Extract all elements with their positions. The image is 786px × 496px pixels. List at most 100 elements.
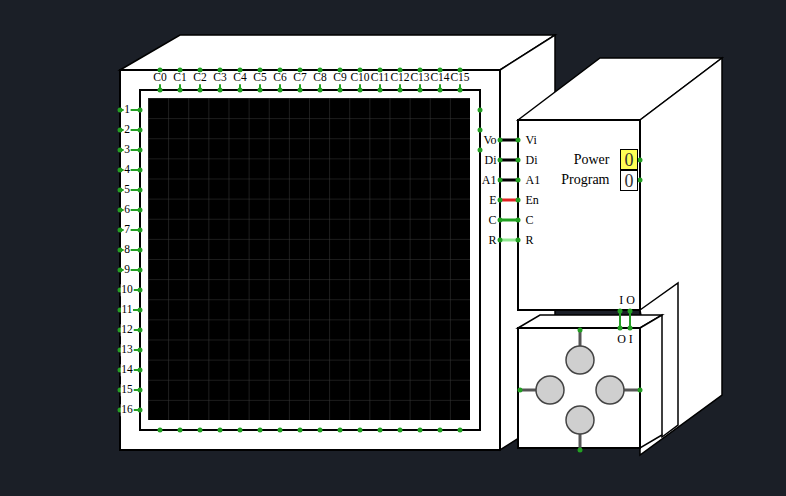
pin-label: A1 [525,174,541,186]
pin-dot [138,148,143,153]
column-label: C5 [253,72,267,84]
io-label: I O [619,294,635,306]
pin-dot [118,228,123,233]
pin-dot [516,238,521,243]
pin-label: Di [484,154,497,166]
pin-dot [516,138,521,143]
pin-dot [458,428,463,433]
pin-dot [498,158,503,163]
pin-dot [398,428,403,433]
column-label: C11 [370,72,390,84]
column-label: C7 [293,72,307,84]
wire [498,218,521,223]
pin-label: C [488,214,497,226]
pin-dot [258,88,263,93]
pin-dot [418,428,423,433]
pin-label: C [525,214,534,226]
pin-label: R [488,234,497,246]
io-label: O I [617,333,633,345]
pin-dot [118,148,123,153]
row-label: 8 [124,244,131,256]
pin-dot [358,428,363,433]
pin-dot [118,268,123,273]
matrix-display: C0C1C2C3C4C5C6C7C8C9C10C11C12C13C14C1512… [120,70,500,450]
wire [498,198,521,203]
joypad-pins [518,328,643,453]
row-label: 14 [121,364,134,376]
row-label: 13 [121,344,134,356]
pin-dot [138,408,143,413]
control-label: Program [561,173,610,187]
wire [498,178,521,183]
pin-dot [118,128,123,133]
column-label: C13 [410,72,430,84]
pin-dot [278,428,283,433]
controller-front [518,120,640,310]
pin-dot [298,428,303,433]
joypad-leads [520,330,640,450]
pin-dot [438,88,443,93]
pin-dot [138,188,143,193]
row-label: 3 [124,144,131,156]
column-label: C8 [313,72,327,84]
row-label: 6 [124,204,131,216]
wire-line [500,159,518,162]
pin-label: A1 [481,174,497,186]
pin-label: Vi [525,134,537,146]
pin-dot [138,328,143,333]
row-label: 9 [124,264,131,276]
pin-dot [138,208,143,213]
row-label: 15 [121,384,134,396]
pin-dot [138,368,143,373]
pin-dot [498,218,503,223]
pin-dot [498,238,503,243]
pin-dot [338,88,343,93]
controller-box: ViDiA1EnCRPowerProgram00 [518,120,640,310]
wire-line [500,239,518,242]
pin-dot [338,428,343,433]
column-label: C9 [333,72,347,84]
column-label: C12 [390,72,410,84]
pin-dot [158,428,163,433]
pin-dot [318,88,323,93]
pin-dot [118,248,123,253]
pin-dot [118,208,123,213]
switch-value: 0 [625,172,634,190]
led-screen [148,98,470,420]
pin-dot [516,198,521,203]
pin-dot [418,88,423,93]
housing-front [120,70,500,450]
row-label: 12 [121,324,134,336]
pin-dot [138,268,143,273]
pin-dot [516,158,521,163]
row-label: 10 [121,284,134,296]
pin-dot [178,88,183,93]
pin-dot [198,428,203,433]
pin-dot [378,428,383,433]
pin-dot [398,88,403,93]
pin-label: En [525,194,539,206]
matrix-pins [118,68,463,433]
column-label: C0 [153,72,167,84]
power-switch: 0 [620,149,638,170]
joypad-front [518,328,640,448]
pin-dot [118,188,123,193]
pin-dot [138,108,143,113]
wire-line [500,179,518,182]
pin-dot [158,88,163,93]
wire [498,238,521,243]
pin-dot [498,138,503,143]
wire-line [500,139,518,142]
joypad-top [518,315,662,328]
row-label: 1 [124,104,131,116]
switch-value: 0 [625,151,634,169]
pin-dot [138,308,143,313]
pin-dot [118,108,123,113]
pin-dot [138,288,143,293]
pin-dot [138,348,143,353]
pin-dot [118,168,123,173]
pin-dot [318,428,323,433]
column-label: C14 [430,72,450,84]
pin-label: R [525,234,534,246]
